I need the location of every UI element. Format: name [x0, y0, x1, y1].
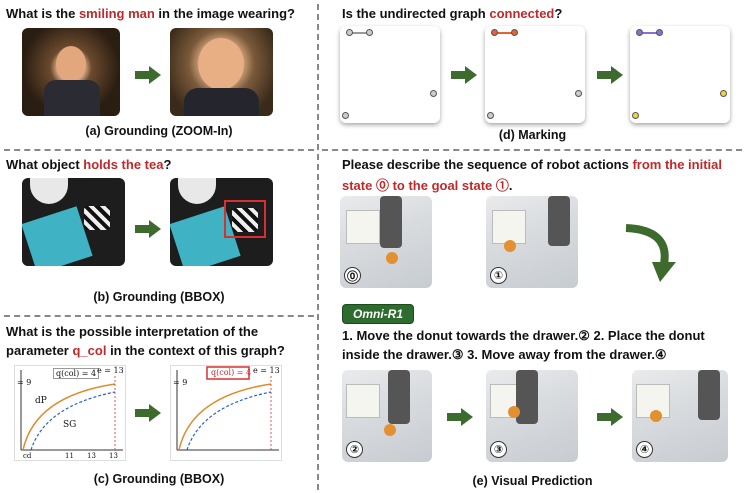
graph-node: [491, 29, 498, 36]
panel-b-arrow: [135, 220, 161, 238]
panel-b-original-image: [22, 178, 125, 266]
panel-a-original-image: [22, 28, 120, 116]
horizontal-divider-left-1: [4, 149, 314, 151]
lamp-shape: [178, 178, 216, 204]
robot-arm: [516, 370, 538, 424]
x-tick-4: 13: [109, 452, 118, 460]
bounding-box: [224, 200, 266, 238]
graph-edge: [640, 32, 660, 34]
e13-label: e = 13: [97, 366, 124, 375]
x-tick-1: cd: [23, 452, 32, 460]
panel-c-original-plot: q(col) = 4 = 9 e = 13 dP SG cd 11 13 13: [14, 365, 126, 461]
step-0-marker: ⓪: [344, 267, 361, 284]
qcol-label: q(col) = 4: [53, 368, 100, 379]
plot-svg-bbox: [176, 366, 279, 451]
horizontal-divider-right: [322, 149, 742, 151]
graph-node: [636, 29, 643, 36]
panel-b-bbox-image: [170, 178, 273, 266]
robot-arm: [380, 196, 402, 248]
graph-node: [342, 112, 349, 119]
panel-d-arrow-1: [451, 66, 477, 84]
panel-c-question-line2: parameter q_col in the context of this g…: [6, 343, 285, 358]
graph-node: [346, 29, 353, 36]
robot-step-3-image: ③: [486, 370, 578, 462]
graph-node: [511, 29, 518, 36]
step-4-marker: ④: [636, 441, 653, 458]
donut: [384, 424, 396, 436]
panel-c-caption: (c) Grounding (BBOX): [93, 472, 225, 486]
x-tick-2: 11: [65, 452, 74, 460]
panel-e-caption: (e) Visual Prediction: [472, 474, 593, 488]
panel-b-question: What object holds the tea?: [6, 157, 172, 172]
robot-goal-state-image: ①: [486, 196, 578, 288]
graph-original: [340, 26, 440, 123]
plot-svg: [20, 370, 123, 451]
panel-e-arrow-1: [447, 408, 473, 426]
panel-a-question: What is the smiling man in the image wea…: [6, 6, 295, 21]
zoomed-face: [198, 38, 244, 90]
donut: [508, 406, 520, 418]
panel-e-question-line2: state ⓪ to the goal state ①.: [342, 178, 513, 193]
book-cover: [22, 206, 93, 266]
panel-e-question-line1: Please describe the sequence of robot ac…: [342, 157, 722, 172]
vertical-divider: [317, 4, 319, 490]
graph-node: [430, 90, 437, 97]
graph-node: [366, 29, 373, 36]
graph-node: [656, 29, 663, 36]
e13-label: e = 13: [253, 366, 280, 375]
graph-marked-2: [630, 26, 730, 123]
panel-a-zoomed-image: [170, 28, 273, 116]
robot-arm: [388, 370, 410, 424]
panel-a-caption: (a) Grounding (ZOOM-In): [85, 124, 233, 138]
graph-edge: [350, 32, 370, 34]
panel-c-question-line1: What is the possible interpretation of t…: [6, 324, 259, 339]
graph-node: [575, 90, 582, 97]
lamp-shape: [30, 178, 68, 204]
panel-d-caption: (d) Marking: [498, 128, 567, 142]
x-tick-3: 13: [87, 452, 96, 460]
dp-label: dP: [35, 396, 47, 406]
panel-e-answer-line2: inside the drawer.③ 3. Move away from th…: [342, 347, 667, 362]
drawer-shape: [346, 384, 380, 418]
qcol-label: q(col) = 4: [211, 368, 252, 377]
panel-d-arrow-2: [597, 66, 623, 84]
omni-r1-badge: Omni-R1: [342, 304, 415, 324]
panel-a-arrow: [135, 66, 161, 84]
donut: [504, 240, 516, 252]
robot-arm: [548, 196, 570, 246]
person-face: [56, 46, 86, 82]
e9-label: = 9: [173, 378, 188, 387]
step-3-marker: ③: [490, 441, 507, 458]
drawer-shape: [492, 210, 526, 244]
graph-marked-1: [485, 26, 585, 123]
graph-node: [632, 112, 639, 119]
panel-d-question: Is the undirected graph connected?: [342, 6, 563, 21]
horizontal-divider-left-2: [4, 315, 314, 317]
robot-step-2-image: ②: [342, 370, 432, 462]
tea-cup: [84, 206, 110, 230]
drawer-shape: [346, 210, 380, 244]
zoomed-body: [184, 88, 259, 116]
graph-node: [487, 112, 494, 119]
robot-initial-state-image: ⓪: [340, 196, 432, 288]
panel-e-arrow-2: [597, 408, 623, 426]
panel-b-caption: (b) Grounding (BBOX): [93, 290, 225, 304]
person-body: [44, 80, 100, 116]
robot-step-4-image: ④: [632, 370, 728, 462]
donut: [650, 410, 662, 422]
graph-edge: [495, 32, 515, 34]
graph-node: [720, 90, 727, 97]
step-1-marker: ①: [490, 267, 507, 284]
curved-arrow: [625, 224, 676, 282]
sg-label: SG: [63, 420, 77, 430]
robot-arm: [698, 370, 720, 420]
step-2-marker: ②: [346, 441, 363, 458]
panel-c-bbox-plot: q(col) = 4 = 9 e = 13: [170, 365, 282, 461]
panel-e-answer-line1: 1. Move the donut towards the drawer.② 2…: [342, 328, 705, 343]
donut: [386, 252, 398, 264]
panel-c-arrow: [135, 404, 161, 422]
tea-cup: [232, 208, 258, 232]
e9-label: = 9: [17, 378, 32, 387]
